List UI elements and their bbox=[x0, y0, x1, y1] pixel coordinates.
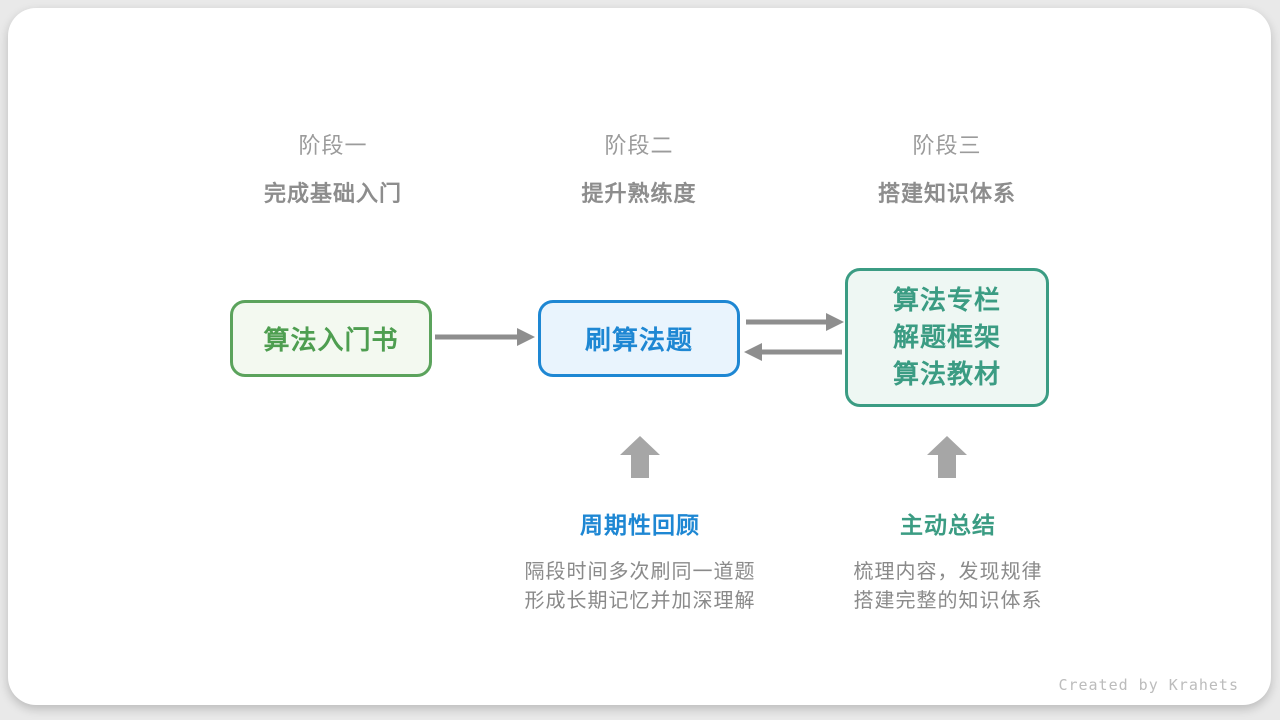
stage-header-3: 阶段三 搭建知识体系 bbox=[787, 128, 1107, 208]
stage-header-1: 阶段一 完成基础入门 bbox=[173, 128, 493, 208]
annotation-periodic-review: 周期性回顾 隔段时间多次刷同一道题 形成长期记忆并加深理解 bbox=[470, 506, 810, 616]
stage-1-subtitle: 完成基础入门 bbox=[263, 181, 402, 206]
arrow-resources-to-practice-icon bbox=[744, 343, 842, 361]
node-intro-book: 算法入门书 bbox=[230, 300, 432, 377]
annotation-active-summary-line-1: 梳理内容，发现规律 bbox=[853, 561, 1043, 583]
node-resources-line-3: 算法教材 bbox=[892, 359, 1001, 389]
node-resources: 算法专栏 解题框架 算法教材 bbox=[845, 268, 1049, 407]
node-practice: 刷算法题 bbox=[538, 300, 740, 377]
up-arrow-review-icon bbox=[620, 436, 660, 478]
node-practice-label: 刷算法题 bbox=[584, 325, 693, 355]
stage-2-title: 阶段二 bbox=[604, 133, 674, 158]
stage-3-subtitle: 搭建知识体系 bbox=[877, 181, 1016, 206]
annotation-active-summary: 主动总结 梳理内容，发现规律 搭建完整的知识体系 bbox=[778, 506, 1118, 616]
stage-3-title: 阶段三 bbox=[912, 133, 982, 158]
arrow-practice-to-resources-icon bbox=[746, 313, 844, 331]
arrow-book-to-practice-icon bbox=[435, 328, 535, 346]
annotation-periodic-review-label: 周期性回顾 bbox=[580, 512, 700, 538]
diagram-card: 阶段一 完成基础入门 阶段二 提升熟练度 阶段三 搭建知识体系 算法入门书 刷算… bbox=[8, 8, 1271, 705]
annotation-periodic-review-line-1: 隔段时间多次刷同一道题 bbox=[524, 561, 756, 583]
annotation-periodic-review-line-2: 形成长期记忆并加深理解 bbox=[524, 590, 756, 612]
annotation-active-summary-line-2: 搭建完整的知识体系 bbox=[853, 590, 1043, 612]
stage-2-subtitle: 提升熟练度 bbox=[581, 181, 697, 206]
stage-header-2: 阶段二 提升熟练度 bbox=[479, 128, 799, 208]
credit-text: Created by Krahets bbox=[1058, 676, 1239, 694]
node-resources-line-1: 算法专栏 bbox=[892, 285, 1001, 315]
annotation-active-summary-label: 主动总结 bbox=[900, 512, 996, 538]
node-intro-book-label: 算法入门书 bbox=[263, 325, 399, 355]
stage-1-title: 阶段一 bbox=[298, 133, 368, 158]
node-resources-line-2: 解题框架 bbox=[892, 322, 1001, 352]
up-arrow-summary-icon bbox=[927, 436, 967, 478]
